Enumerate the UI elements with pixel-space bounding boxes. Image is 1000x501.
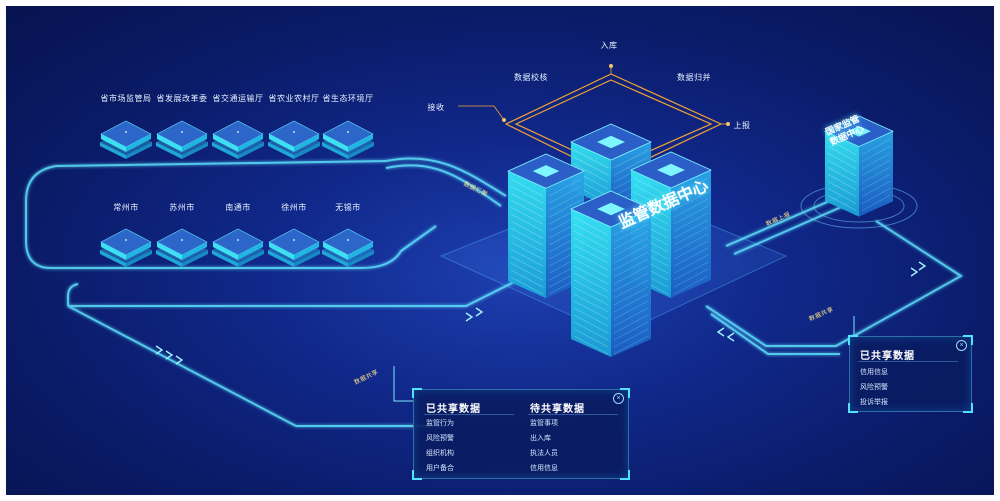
list-item: 投诉举报	[860, 399, 888, 406]
diagram-canvas: 省市场监管局 省发展改革委 省交通运输厅 省农业农村厅 省生态环境厅 常州市 苏…	[6, 6, 994, 495]
city-node-3	[212, 228, 264, 267]
list-item: 出入库	[530, 435, 551, 442]
list-item: 用户备合	[426, 465, 454, 472]
national-data-center	[824, 115, 894, 217]
city-node-2	[156, 228, 208, 267]
flow-label-receive: 接收	[427, 103, 445, 112]
list-item: 执法人员	[530, 450, 558, 457]
org-node-1	[100, 120, 152, 159]
org-node-3	[212, 120, 264, 159]
national-shared-panel: × 已共享数据 信用信息 风险预警 投诉举报	[848, 335, 973, 413]
city-label-1: 常州市	[113, 203, 139, 212]
city-label-4: 徐州市	[281, 203, 307, 212]
pending-title: 待共享数据	[530, 404, 585, 415]
list-item: 监管行为	[426, 420, 454, 427]
org-label-2: 省发展改革委	[156, 94, 208, 103]
server-tower-front	[570, 190, 652, 357]
national-shared-title: 已共享数据	[860, 351, 915, 362]
list-item: 信用信息	[530, 465, 558, 472]
city-label-2: 苏州市	[169, 203, 195, 212]
org-node-5	[322, 120, 374, 159]
flow-label-store: 入库	[600, 41, 618, 50]
flow-diagram	[25, 64, 963, 427]
flow-label-merge: 数据归并	[677, 73, 711, 82]
city-label-3: 南通市	[225, 203, 251, 212]
city-node-1	[100, 228, 152, 267]
org-label-3: 省交通运输厅	[212, 94, 264, 103]
flow-label-verify: 数据校核	[514, 73, 548, 82]
list-item: 风险预警	[426, 435, 454, 442]
shared-data-panel: × 已共享数据 待共享数据 监管行为 风险预警 组织机构 用户备合 监管事项 出…	[412, 388, 630, 480]
org-label-4: 省农业农村厅	[268, 94, 320, 103]
flow-arrows	[155, 261, 927, 365]
list-item: 组织机构	[426, 450, 454, 457]
city-node-5	[322, 228, 374, 267]
city-node-4	[268, 228, 320, 267]
flow-tracks	[25, 157, 963, 427]
close-icon[interactable]: ×	[613, 393, 624, 404]
org-label-5: 省生态环境厅	[322, 94, 374, 103]
close-icon[interactable]: ×	[956, 340, 967, 351]
shared-title: 已共享数据	[426, 404, 481, 415]
list-item: 监管事项	[530, 420, 558, 427]
org-node-4	[268, 120, 320, 159]
org-label-1: 省市场监管局	[100, 94, 152, 103]
org-node-2	[156, 120, 208, 159]
list-item: 风险预警	[860, 384, 888, 391]
list-item: 信用信息	[860, 369, 888, 376]
city-label-5: 无锡市	[335, 203, 361, 212]
flow-label-report: 上报	[733, 121, 751, 130]
